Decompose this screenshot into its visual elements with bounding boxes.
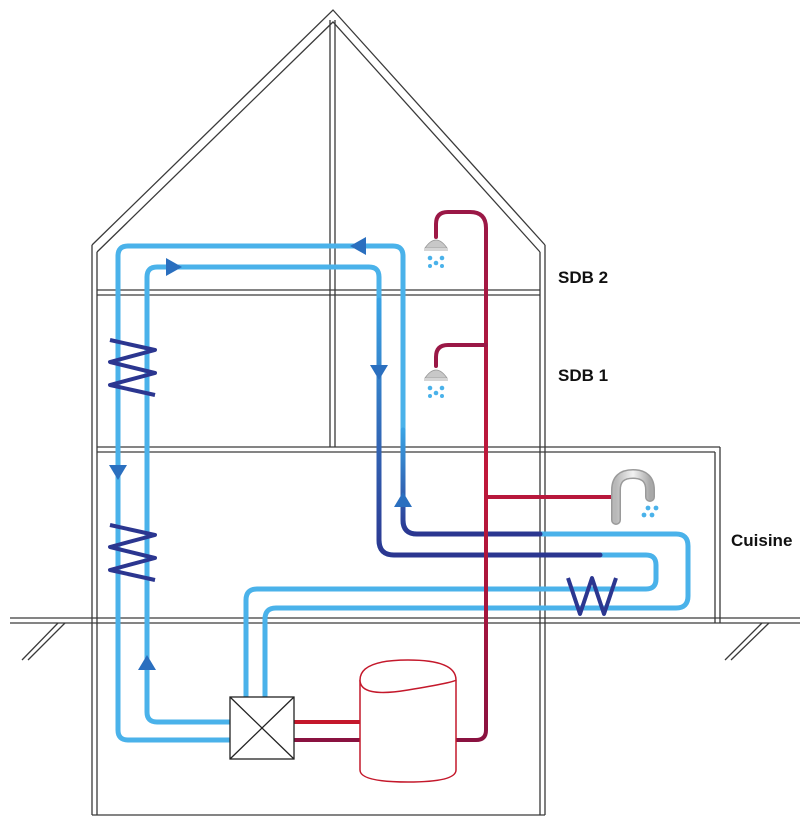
hot-water-tank-icon xyxy=(359,659,457,783)
shower-head-icon xyxy=(424,239,448,268)
heat-exchanger-icon xyxy=(108,338,157,397)
shower-head-icon xyxy=(424,369,448,398)
room-label-cuisine: Cuisine xyxy=(731,531,792,550)
heat-exchanger-icon xyxy=(566,576,618,616)
right-duct-gradient xyxy=(317,297,623,611)
heat-exchanger-icon xyxy=(108,523,157,582)
roof-outer xyxy=(91,9,546,246)
flow-arrow-icon xyxy=(394,492,412,507)
ventilation-unit-icon xyxy=(229,696,295,760)
room-label-sdb1: SDB 1 xyxy=(558,366,608,385)
house-outline xyxy=(10,9,800,816)
faucet-icon xyxy=(611,468,659,525)
terrain-right-1 xyxy=(724,622,763,661)
flow-arrow-icon xyxy=(166,258,182,276)
flow-arrow-icon xyxy=(109,465,127,480)
flow-arrows xyxy=(109,237,412,670)
flow-arrow-icon xyxy=(350,237,366,255)
terrain-left-1 xyxy=(21,622,59,661)
flow-arrow-icon xyxy=(370,365,388,380)
hot-water-pipes xyxy=(293,210,617,742)
roof-inner xyxy=(96,21,541,253)
terrain-right-2 xyxy=(730,622,770,661)
flow-arrow-icon xyxy=(138,655,156,670)
room-label-sdb2: SDB 2 xyxy=(558,268,608,287)
terrain-left-2 xyxy=(27,622,66,661)
